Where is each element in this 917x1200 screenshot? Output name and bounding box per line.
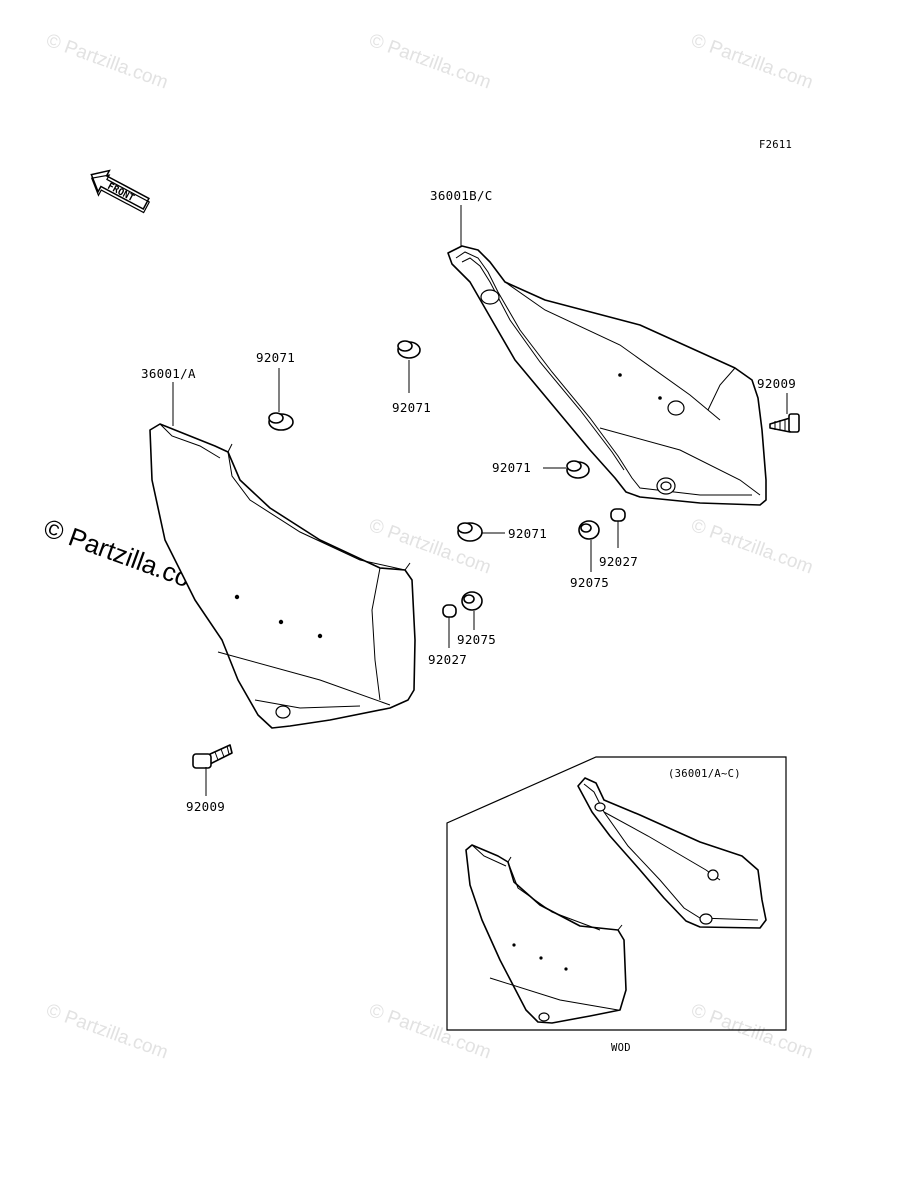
grommet-icon [566,460,590,479]
bolt-icon [769,413,800,433]
grommet-icon [397,340,421,359]
figure-code: F2611 [759,139,792,151]
label-collar-left: 92075 [457,632,496,647]
inset-title: (36001/A~C) [668,768,741,780]
spacer-icon [610,508,626,522]
side-cover-right [447,245,767,506]
label-grommet-a: 92071 [256,350,295,365]
label-bolt-left: 92009 [186,799,225,814]
collar-icon [461,591,483,611]
label-collar-right: 92075 [570,575,609,590]
label-cover-right: 36001B/C [430,188,493,203]
inset-cover-right [577,777,767,929]
inset-caption: WOD [611,1042,631,1054]
watermark-1: © Partzilla.com [43,30,170,94]
label-spacer-right: 92027 [599,554,638,569]
label-bolt-right: 92009 [757,376,796,391]
label-spacer-left: 92027 [428,652,467,667]
front-arrow-icon: FRONT [90,169,151,214]
label-cover-left: 36001/A [141,366,196,381]
grommet-icon [457,522,483,542]
bolt-icon [192,744,233,769]
inset-cover-left [465,844,627,1024]
watermark-5: © Partzilla.com [688,515,815,579]
collar-icon [578,520,600,540]
watermark-6: © Partzilla.com [43,1000,170,1064]
side-cover-left [149,423,416,729]
watermark-3: © Partzilla.com [688,30,815,94]
watermark-7: © Partzilla.com [366,1000,493,1064]
watermark-2: © Partzilla.com [366,30,493,94]
spacer-icon [442,604,457,618]
inset-wod: (36001/A~C) [446,756,787,1031]
label-grommet-b: 92071 [392,400,431,415]
leader-lines [172,205,788,796]
grommet-icon [268,412,294,431]
label-grommet-c: 92071 [492,460,531,475]
watermark-8: © Partzilla.com [688,1000,815,1064]
label-grommet-d: 92071 [508,526,547,541]
